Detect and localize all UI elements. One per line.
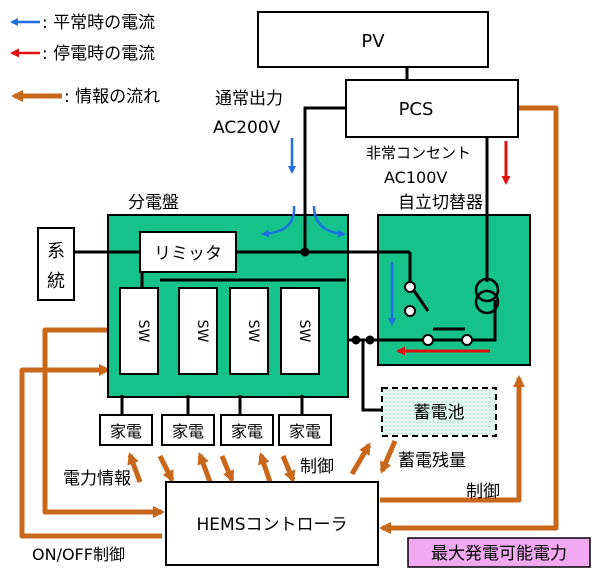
breaker-label: SW — [245, 320, 261, 343]
appliance-flow-down-1 — [157, 454, 175, 483]
breaker-label: SW — [135, 320, 151, 343]
legend-outage-label: : 停電時の電流 — [42, 44, 155, 64]
appliance-box — [161, 414, 215, 446]
appliance-box — [278, 414, 332, 446]
battery-label: 蓄電池 — [414, 403, 465, 423]
transformer-coil-top — [474, 277, 500, 303]
appliances: 家電 家電 家電 家電 — [99, 414, 332, 446]
breaker-2 — [178, 287, 218, 375]
appliance-flow-up-1 — [127, 452, 143, 483]
limiter-box — [139, 231, 237, 273]
switch-contact-4 — [461, 334, 473, 346]
self-switch-label: 自立切替器 — [398, 193, 483, 213]
pv-box — [257, 11, 489, 68]
grid-box — [37, 227, 75, 301]
onoff-control-label: ON/OFF制御 — [32, 545, 125, 564]
current-split-right-arrow-icon — [312, 205, 346, 238]
legend-normal-label: : 平常時の電流 — [42, 13, 155, 33]
appliance-flow-down-2 — [219, 455, 235, 483]
emergency-outlet-voltage: AC100V — [384, 168, 447, 187]
appliance-flow-down-3 — [280, 455, 296, 483]
max-generation-badge — [407, 537, 591, 568]
control-label-appliances: 制御 — [300, 457, 334, 477]
grid-label-1: 系 — [47, 241, 65, 262]
breaker-label: SW — [194, 320, 210, 343]
appliance-label: 家電 — [172, 422, 204, 441]
breaker-3 — [229, 287, 269, 375]
pv-label: PV — [361, 31, 385, 52]
current-split-left-arrow-icon — [261, 205, 296, 238]
switch-control-flow — [380, 375, 525, 503]
battery-control-flow — [349, 442, 372, 476]
power-info-label: 電力情報 — [63, 469, 131, 489]
max-generation-flow — [379, 105, 559, 534]
pcs-box — [345, 79, 519, 138]
switch-contact-3 — [422, 334, 434, 346]
wiring — [74, 106, 497, 415]
appliance-flow-up-3 — [258, 452, 273, 483]
breaker-label: SW — [296, 320, 312, 343]
appliance-label: 家電 — [231, 422, 263, 441]
breaker-1 — [119, 287, 159, 375]
battery-level-label: 蓄電残量 — [398, 451, 466, 471]
grid-label-2: 統 — [47, 271, 65, 292]
junction-dot — [365, 335, 375, 345]
self-switch-box — [377, 214, 531, 366]
junction-dot — [300, 247, 310, 257]
onoff-control-flow — [19, 364, 162, 539]
pcs-label: PCS — [399, 99, 434, 120]
normal-output-voltage: AC200V — [213, 118, 281, 138]
breaker-4 — [280, 287, 320, 375]
appliance-box — [220, 414, 274, 446]
transformer-coil-bottom — [474, 289, 500, 315]
switch-contact-2 — [404, 305, 416, 317]
appliance-flow-up-2 — [197, 452, 213, 483]
distribution-board-label: 分電盤 — [128, 193, 179, 213]
hems-controller-box — [165, 481, 379, 566]
battery-level-flow — [379, 440, 398, 474]
appliance-label: 家電 — [289, 422, 321, 441]
normal-output-label: 通常出力 — [215, 89, 283, 109]
hems-controller-label: HEMSコントローラ — [197, 515, 348, 535]
junction-dot — [351, 335, 361, 345]
control-label-switch: 制御 — [466, 482, 500, 502]
power-info-flow — [42, 327, 165, 518]
breakers: SW SW SW SW — [119, 287, 320, 375]
emergency-outlet-label: 非常コンセント — [366, 144, 471, 162]
info-flows — [19, 105, 559, 539]
legend-info-label: : 情報の流れ — [64, 87, 160, 107]
switch-contact-1 — [404, 281, 416, 293]
battery-box — [381, 387, 497, 437]
appliance-box — [99, 414, 153, 446]
max-generation-label: 最大発電可能電力 — [431, 544, 567, 564]
limiter-label: リミッタ — [154, 244, 222, 264]
appliance-label: 家電 — [110, 422, 142, 441]
legend: : 平常時の電流 : 停電時の電流 : 情報の流れ — [10, 13, 160, 107]
